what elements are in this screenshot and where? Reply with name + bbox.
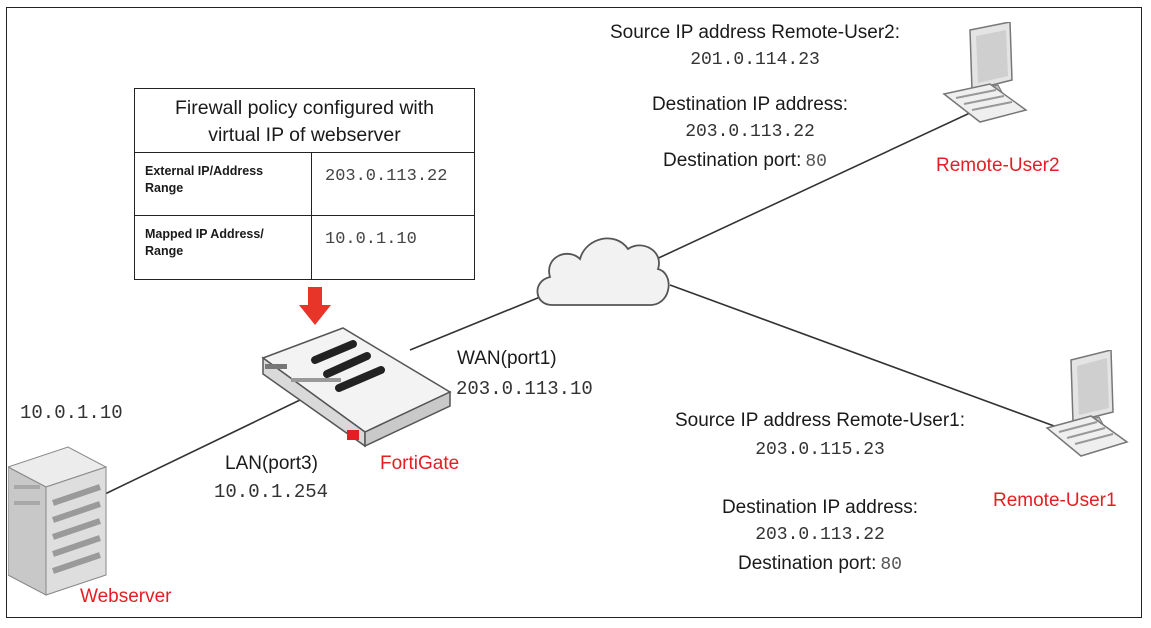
ru1-source-label: Source IP address Remote-User1: (674, 410, 966, 431)
remote-user2-name: Remote-User2 (936, 155, 1060, 176)
link-fortigate-cloud (409, 294, 546, 351)
ru1-port-value: 80 (880, 555, 902, 575)
firewall-policy-box: Firewall policy configured with virtual … (134, 88, 475, 280)
policy-divider (311, 153, 312, 215)
lan-ip: 10.0.1.254 (214, 481, 329, 503)
policy-row-external: External IP/Address Range 203.0.113.22 (135, 153, 474, 216)
webserver-ip: 10.0.1.10 (20, 402, 123, 424)
ru2-dest-ip: 203.0.113.22 (685, 122, 815, 142)
ru1-port-label: Destination port: (738, 553, 877, 574)
ru2-port-label: Destination port: (663, 150, 802, 171)
policy-title-line1: Firewall policy configured with (174, 97, 435, 119)
down-arrow-icon (299, 287, 331, 325)
link-webserver-fortigate (104, 399, 301, 495)
ru2-source-ip: 201.0.114.23 (690, 50, 820, 70)
ru2-source-label: Source IP address Remote-User2: (609, 22, 901, 43)
policy-row-mapped: Mapped IP Address/ Range 10.0.1.10 (135, 216, 474, 279)
wan-ip: 203.0.113.10 (456, 378, 593, 400)
policy-divider (311, 216, 312, 279)
link-cloud-remoteuser1 (669, 284, 1066, 431)
diagram-frame (6, 7, 1142, 618)
mapped-ip-label: Mapped IP Address/ Range (145, 227, 264, 258)
ru2-dest-port: Destination port: 80 (663, 150, 827, 172)
ru1-source-ip: 203.0.115.23 (755, 440, 885, 460)
external-ip-value: 203.0.113.22 (325, 167, 448, 186)
server-icon (8, 446, 108, 596)
ru1-dest-port: Destination port: 80 (738, 553, 902, 575)
remote-user1-name: Remote-User1 (993, 490, 1117, 511)
lan-port-label: LAN(port3) (225, 453, 318, 474)
ru2-dest-label: Destination IP address: (651, 94, 849, 115)
fortigate-name: FortiGate (380, 453, 460, 474)
ru1-dest-label: Destination IP address: (721, 497, 919, 518)
desktop-computer-icon (942, 22, 1028, 123)
policy-title-line2: virtual IP of webserver (208, 124, 401, 146)
firewall-appliance-icon (261, 327, 452, 448)
cloud-icon (536, 237, 670, 306)
webserver-name: Webserver (80, 586, 172, 607)
ru2-port-value: 80 (805, 152, 827, 172)
mapped-ip-value: 10.0.1.10 (325, 230, 417, 249)
ru1-dest-ip: 203.0.113.22 (755, 525, 885, 545)
external-ip-label: External IP/Address Range (145, 164, 264, 195)
wan-port-label: WAN(port1) (457, 348, 557, 369)
desktop-computer-icon (1045, 350, 1129, 457)
link-cloud-remoteuser2 (649, 111, 973, 263)
policy-title: Firewall policy configured with virtual … (135, 89, 474, 153)
